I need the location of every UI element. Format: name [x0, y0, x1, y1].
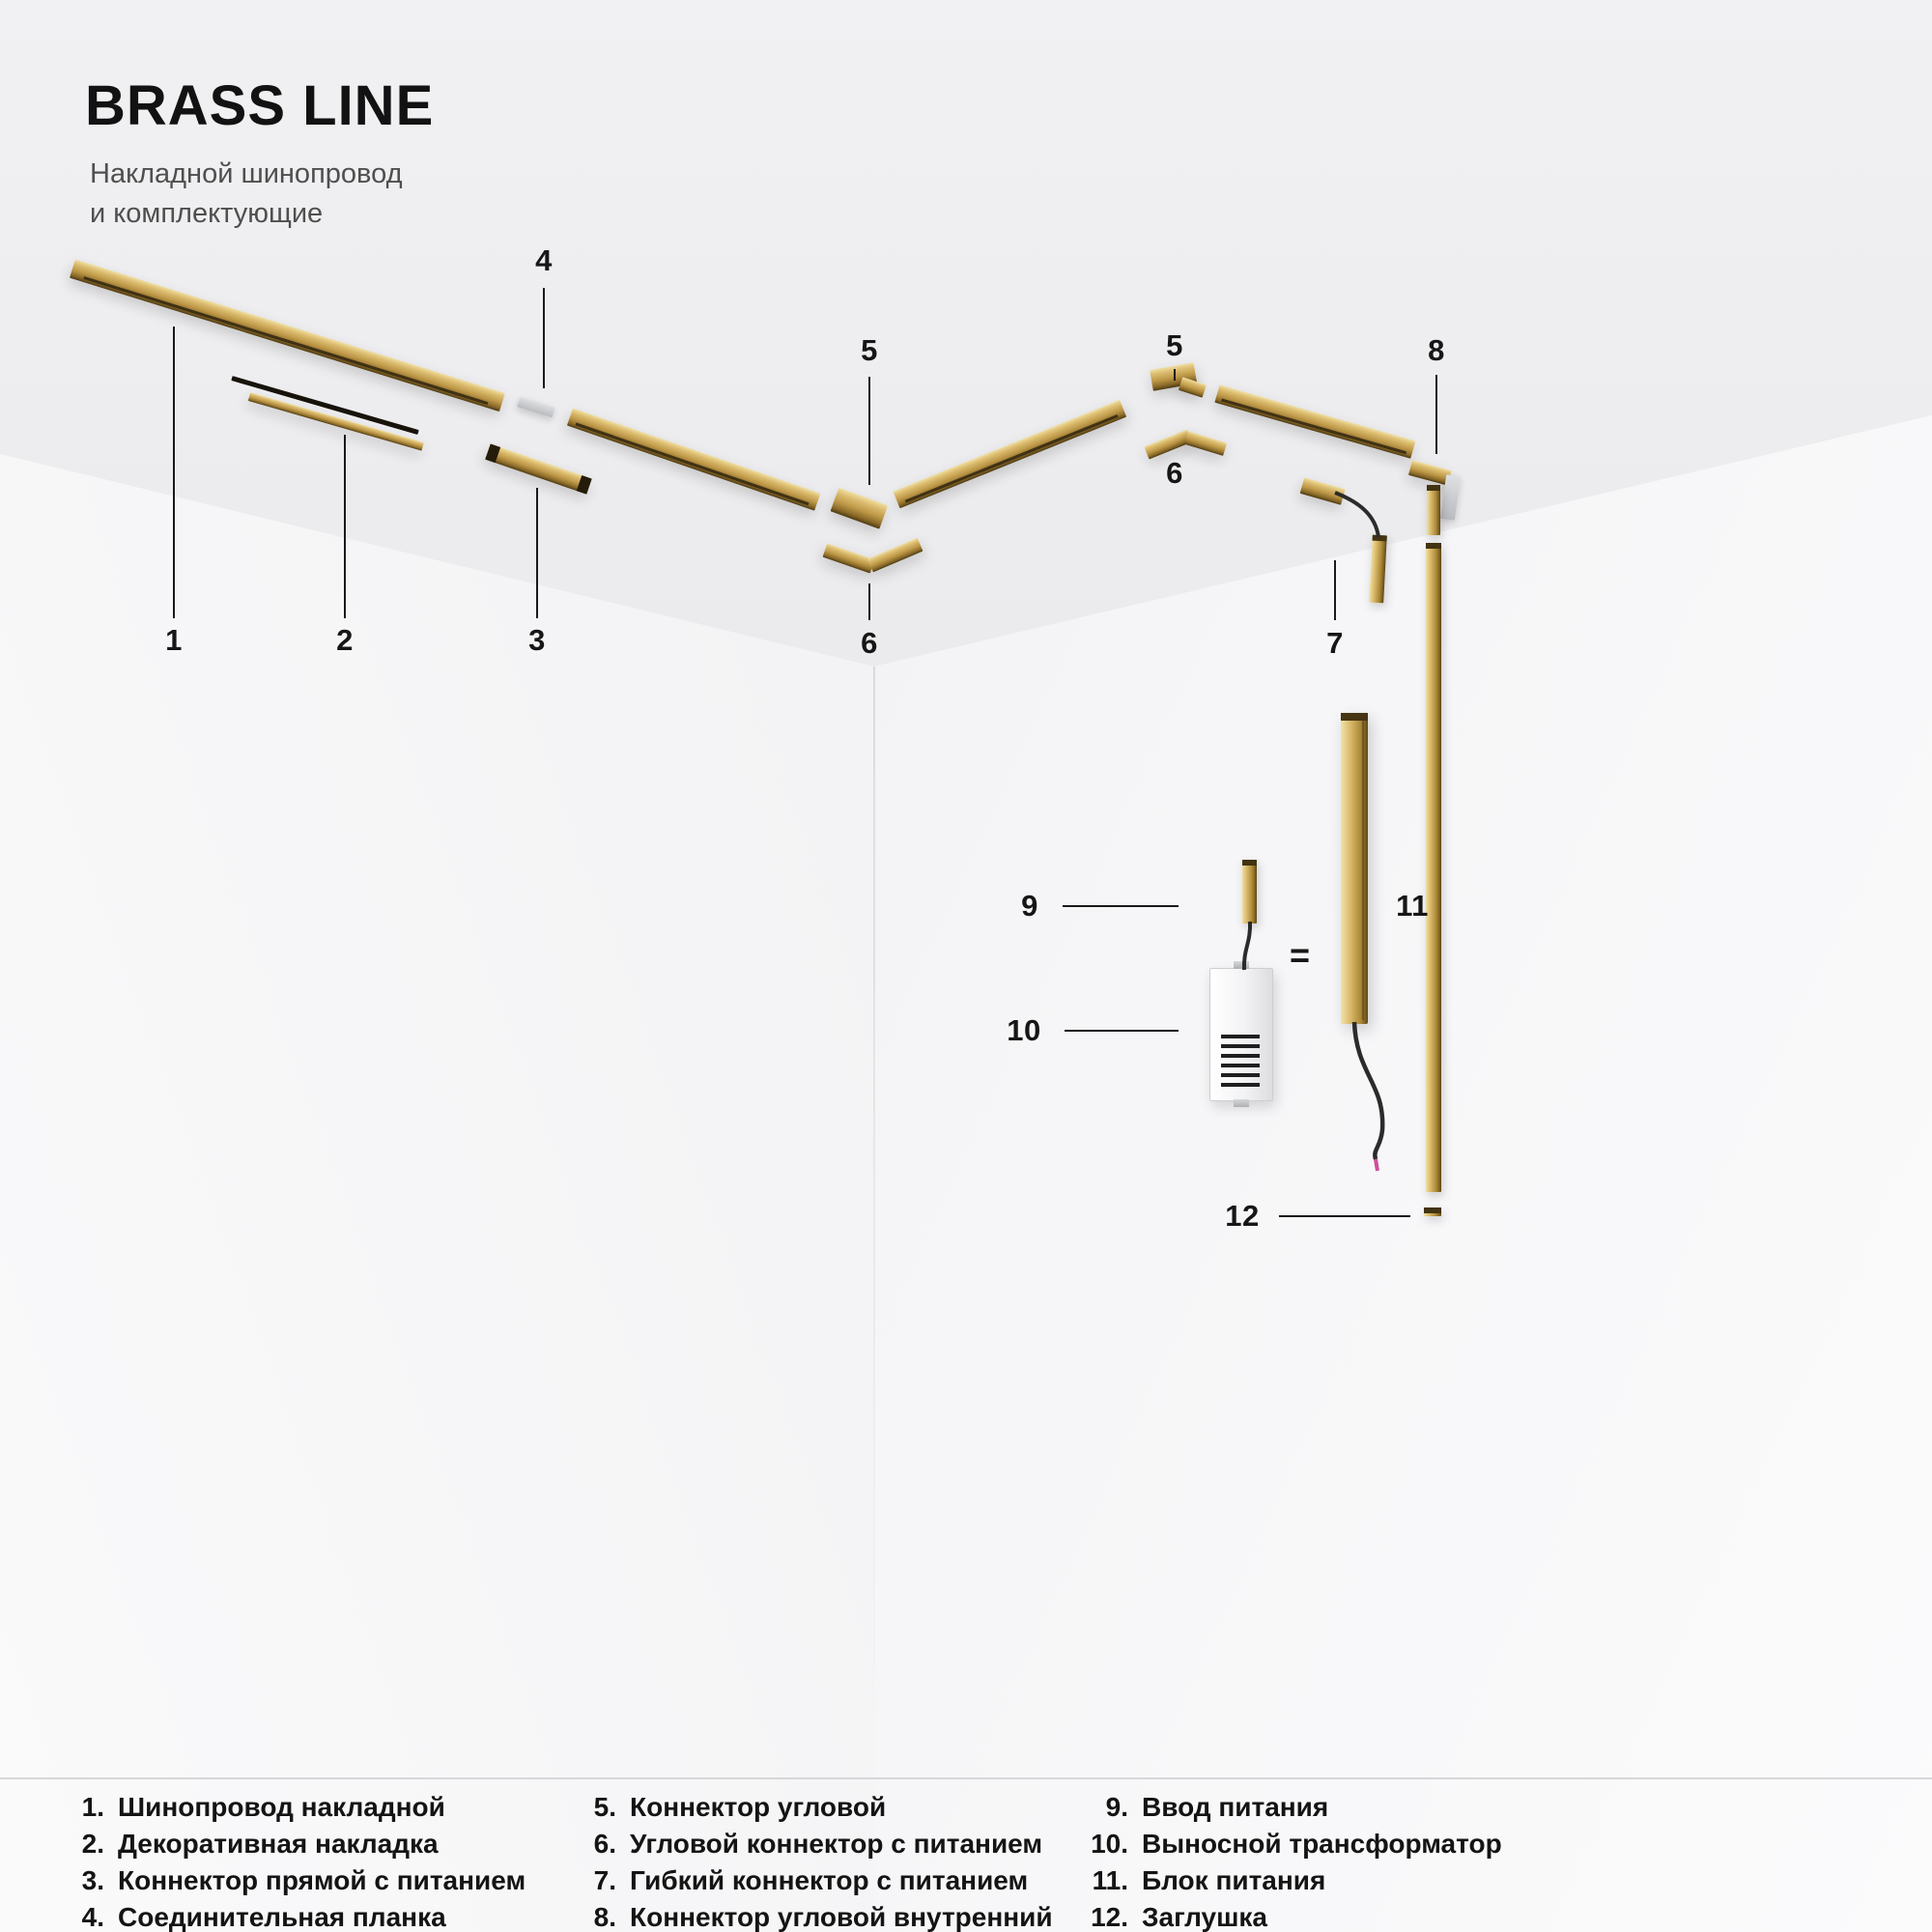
- legend-item-label: Декоративная накладка: [118, 1829, 439, 1859]
- legend-column-3: 9. Ввод питания 10. Выносной трансформат…: [1084, 1793, 1502, 1932]
- legend-item-6: 6. Угловой коннектор с питанием: [572, 1830, 1053, 1859]
- legend-item-label: Коннектор прямой с питанием: [118, 1865, 526, 1895]
- legend-item-label: Гибкий коннектор с питанием: [630, 1865, 1029, 1895]
- legend-item-label: Соединительная планка: [118, 1902, 446, 1932]
- transformer-vent: [1221, 1044, 1260, 1048]
- callout-5a: 5: [861, 333, 878, 367]
- transformer-vent: [1221, 1035, 1260, 1038]
- callout-10: 10: [1007, 1013, 1041, 1047]
- callout-7: 7: [1326, 626, 1344, 660]
- power-input: [1242, 860, 1257, 923]
- legend-item-label: Угловой коннектор с питанием: [630, 1829, 1043, 1859]
- leader-line-5a: [868, 377, 870, 485]
- callout-11: 11: [1396, 889, 1429, 923]
- page-subtitle-line-1: Накладной шинопровод: [90, 158, 403, 189]
- callout-9: 9: [1021, 889, 1038, 923]
- transformer-vent: [1221, 1073, 1260, 1077]
- equals-sign: =: [1290, 935, 1311, 975]
- legend-item-5: 5. Коннектор угловой: [572, 1793, 1053, 1822]
- legend-item-1: 1. Шинопровод накладной: [60, 1793, 526, 1822]
- transformer-tab-top: [1234, 961, 1249, 969]
- legend-item-number: 3.: [81, 1865, 104, 1895]
- transformer-tab-bottom: [1234, 1099, 1249, 1107]
- legend-item-label: Блок питания: [1142, 1865, 1326, 1895]
- legend-item-number: 1.: [81, 1792, 104, 1822]
- legend-item-4: 4. Соединительная планка: [60, 1903, 526, 1932]
- legend-item-number: 7.: [593, 1865, 616, 1895]
- legend-item-7: 7. Гибкий коннектор с питанием: [572, 1866, 1053, 1895]
- callout-2: 2: [336, 623, 354, 657]
- legend-item-label: Заглушка: [1142, 1902, 1267, 1932]
- end-cap: [1424, 1208, 1441, 1216]
- legend-item-3: 3. Коннектор прямой с питанием: [60, 1866, 526, 1895]
- leader-line-6a: [868, 583, 870, 620]
- transformer-vent: [1221, 1064, 1260, 1067]
- leader-line-7: [1334, 560, 1336, 620]
- legend-divider: [0, 1777, 1932, 1779]
- legend-item-label: Коннектор угловой: [630, 1792, 887, 1822]
- leader-line-12: [1279, 1215, 1410, 1217]
- page-subtitle-line-2: и комплектующие: [90, 198, 324, 230]
- transformer-vent: [1221, 1054, 1260, 1058]
- legend-item-number: 4.: [81, 1902, 104, 1932]
- legend-item-number: 10.: [1091, 1829, 1128, 1859]
- legend-item-number: 12.: [1091, 1902, 1128, 1932]
- leader-line-3: [536, 488, 538, 618]
- legend-item-8: 8. Коннектор угловой внутренний: [572, 1903, 1053, 1932]
- legend-item-label: Ввод питания: [1142, 1792, 1329, 1822]
- legend-item-number: 6.: [593, 1829, 616, 1859]
- legend-item-9: 9. Ввод питания: [1084, 1793, 1502, 1822]
- legend-item-number: 8.: [593, 1902, 616, 1932]
- legend-item-11: 11. Блок питания: [1084, 1866, 1502, 1895]
- leader-line-8: [1435, 375, 1437, 454]
- callout-6a: 6: [861, 626, 878, 660]
- transformer-vent: [1221, 1083, 1260, 1087]
- callout-4: 4: [535, 243, 553, 277]
- legend-column-2: 5. Коннектор угловой 6. Угловой коннекто…: [572, 1793, 1053, 1932]
- legend-item-label: Шинопровод накладной: [118, 1792, 445, 1822]
- legend-item-label: Выносной трансформатор: [1142, 1829, 1502, 1859]
- leader-line-4: [543, 288, 545, 388]
- wall-track-vertical: [1426, 543, 1441, 1192]
- callout-3: 3: [528, 623, 546, 657]
- legend-item-12: 12. Заглушка: [1084, 1903, 1502, 1932]
- leader-line-9: [1063, 905, 1179, 907]
- page-title: BRASS LINE: [85, 74, 435, 137]
- legend-column-1: 1. Шинопровод накладной 2. Декоративная …: [60, 1793, 526, 1932]
- power-supply-unit: [1341, 713, 1368, 1024]
- leader-line-1: [173, 327, 175, 618]
- legend-item-number: 11.: [1092, 1865, 1128, 1895]
- wall-corner-line: [873, 667, 875, 1777]
- callout-6b: 6: [1166, 456, 1183, 490]
- callout-5b: 5: [1166, 328, 1183, 362]
- leader-line-5b: [1174, 369, 1176, 381]
- legend-item-2: 2. Декоративная накладка: [60, 1830, 526, 1859]
- leader-line-10: [1065, 1030, 1179, 1032]
- legend-item-number: 2.: [81, 1829, 104, 1859]
- leader-line-2: [344, 435, 346, 618]
- inner-corner-connector-drop: [1427, 485, 1440, 535]
- callout-12: 12: [1225, 1199, 1260, 1233]
- callout-1: 1: [165, 623, 183, 657]
- legend-item-10: 10. Выносной трансформатор: [1084, 1830, 1502, 1859]
- transformer: [1209, 961, 1273, 1107]
- legend-item-label: Коннектор угловой внутренний: [630, 1902, 1053, 1932]
- legend-item-number: 9.: [1105, 1792, 1128, 1822]
- page-subtitle: Накладной шинопровод и комплектующие: [90, 155, 403, 234]
- legend-item-number: 5.: [593, 1792, 616, 1822]
- callout-8: 8: [1428, 333, 1445, 367]
